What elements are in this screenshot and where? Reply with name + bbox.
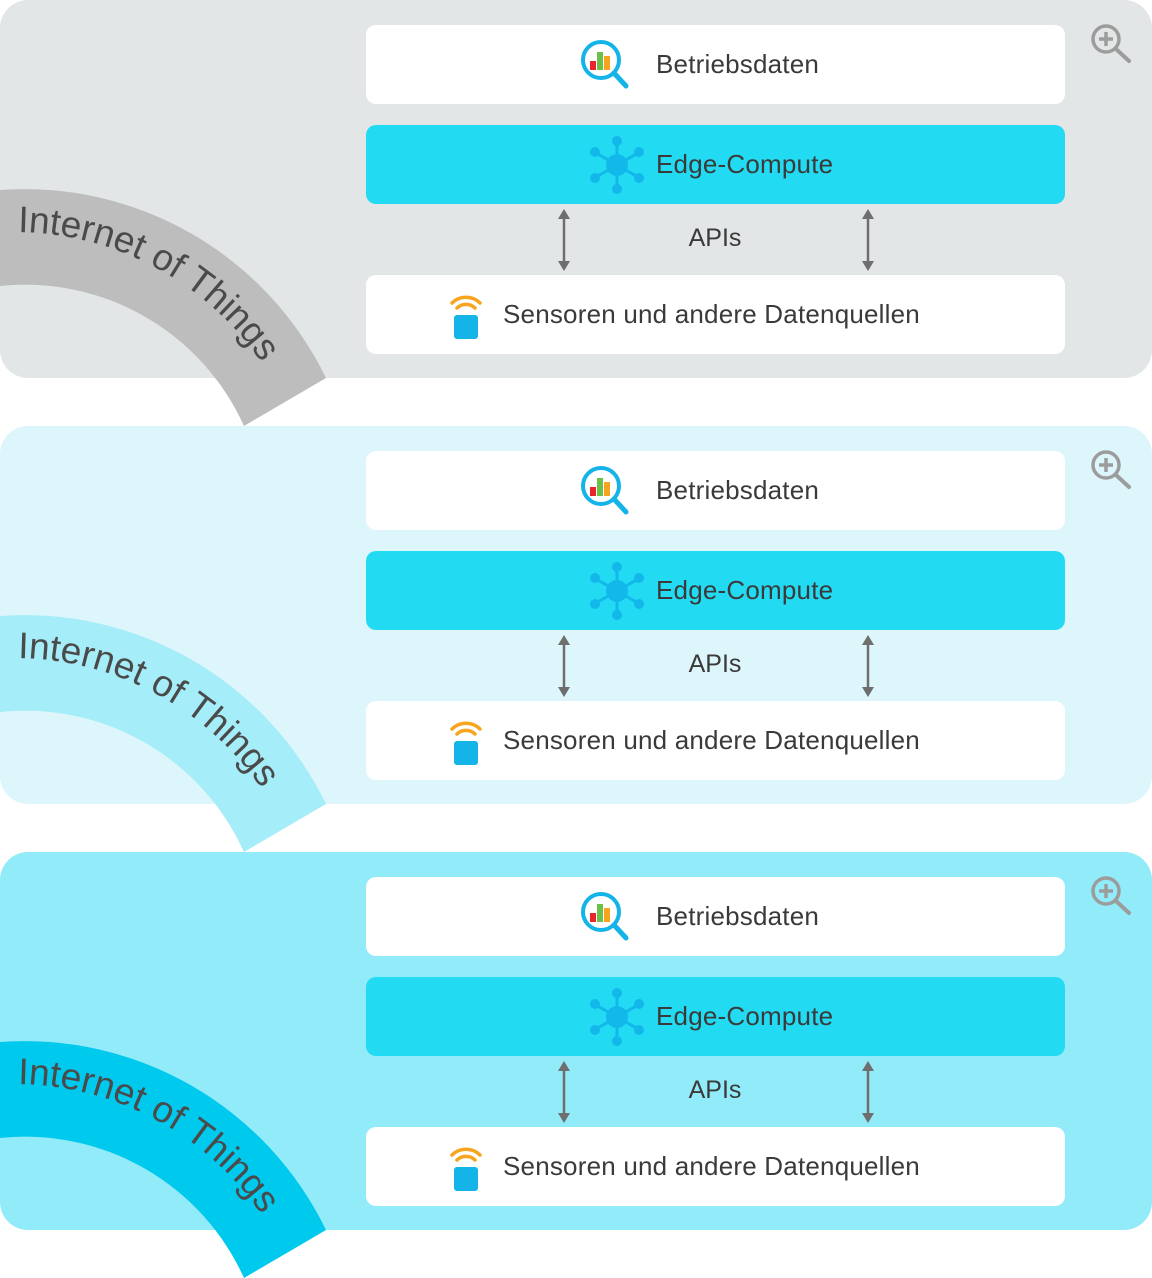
analytics-magnifier-icon xyxy=(581,466,629,515)
iot-arc-band: Internet of Things xyxy=(0,615,326,852)
apis-label: APIs xyxy=(688,224,742,252)
edge-compute-label: Edge-Compute xyxy=(656,575,834,605)
zoom-in-icon[interactable] xyxy=(1089,448,1133,490)
iot-arc-band: Internet of Things xyxy=(0,189,326,426)
operational-data-box: Betriebsdaten xyxy=(366,25,1065,104)
edge-compute-box: Edge-Compute xyxy=(366,125,1065,204)
bidirectional-arrow-icon xyxy=(558,635,570,697)
sensors-label: Sensoren und andere Datenquellen xyxy=(503,725,920,755)
edge-compute-label: Edge-Compute xyxy=(656,1001,834,1031)
zoom-in-icon[interactable] xyxy=(1089,22,1133,64)
wireless-sensor-icon xyxy=(450,295,482,339)
bidirectional-arrow-icon xyxy=(862,1061,874,1123)
analytics-magnifier-icon xyxy=(581,40,629,89)
zoom-in-icon[interactable] xyxy=(1089,874,1133,916)
sensors-box: Sensoren und andere Datenquellen xyxy=(366,275,1065,354)
sensors-box: Sensoren und andere Datenquellen xyxy=(366,1127,1065,1206)
operational-data-box: Betriebsdaten xyxy=(366,451,1065,530)
operational-data-label: Betriebsdaten xyxy=(656,475,820,505)
network-hub-icon xyxy=(590,988,644,1046)
sensors-label: Sensoren und andere Datenquellen xyxy=(503,1151,920,1181)
iot-panel-1: Internet of Things Betriebsdaten xyxy=(0,0,1152,426)
iot-panel-2: Internet of Things Betriebsdaten xyxy=(0,426,1152,852)
network-hub-icon xyxy=(590,562,644,620)
operational-data-label: Betriebsdaten xyxy=(656,49,820,79)
bidirectional-arrow-icon xyxy=(862,635,874,697)
edge-compute-label: Edge-Compute xyxy=(656,149,834,179)
apis-label: APIs xyxy=(688,1076,742,1104)
bidirectional-arrow-icon xyxy=(558,209,570,271)
apis-label: APIs xyxy=(688,650,742,678)
bidirectional-arrow-icon xyxy=(862,209,874,271)
wireless-sensor-icon xyxy=(450,721,482,765)
operational-data-label: Betriebsdaten xyxy=(656,901,820,931)
edge-compute-box: Edge-Compute xyxy=(366,977,1065,1056)
operational-data-box: Betriebsdaten xyxy=(366,877,1065,956)
sensors-box: Sensoren und andere Datenquellen xyxy=(366,701,1065,780)
bidirectional-arrow-icon xyxy=(558,1061,570,1123)
iot-arc-band: Internet of Things xyxy=(0,1041,326,1278)
iot-panel-3: Internet of Things Betriebsdaten xyxy=(0,852,1152,1278)
wireless-sensor-icon xyxy=(450,1147,482,1191)
edge-compute-box: Edge-Compute xyxy=(366,551,1065,630)
sensors-label: Sensoren und andere Datenquellen xyxy=(503,299,920,329)
network-hub-icon xyxy=(590,136,644,194)
analytics-magnifier-icon xyxy=(581,892,629,941)
